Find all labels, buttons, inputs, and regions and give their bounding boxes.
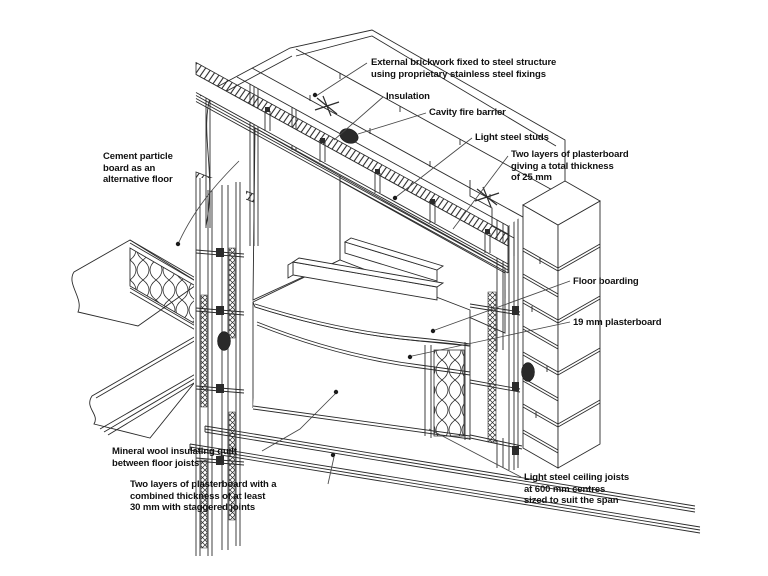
ceiling-plasterboard <box>190 426 700 533</box>
label-floor-boarding: Floor boarding <box>573 276 639 287</box>
leader-lines <box>175 63 570 484</box>
label-light-steel-studs: Light steel studs <box>475 132 549 143</box>
cavity-fire-barrier-marker <box>218 126 535 382</box>
label-cement-particle-board: Cement particle board as an alternative … <box>103 151 173 185</box>
interior-wall-corner <box>253 128 505 333</box>
wall-lining-studs <box>428 210 522 470</box>
fixing-cross-icon <box>315 96 499 207</box>
label-plasterboard-30mm: Two layers of plasterboard with a combin… <box>130 479 277 513</box>
label-external-brickwork: External brickwork fixed to steel struct… <box>371 57 557 80</box>
party-wall-studs <box>194 178 246 558</box>
floor-platform <box>253 238 470 440</box>
brick-pillar <box>523 181 600 468</box>
label-plasterboard-19mm: 19 mm plasterboard <box>573 317 662 328</box>
label-plasterboard-25mm: Two layers of plasterboard giving a tota… <box>511 149 629 183</box>
label-insulation: Insulation <box>386 91 430 102</box>
label-cavity-fire-barrier: Cavity fire barrier <box>429 107 506 118</box>
left-floor-assembly <box>72 240 199 438</box>
label-mineral-wool-quilt: Mineral wool insulating quilt between fl… <box>112 446 237 469</box>
label-ceiling-joists: Light steel ceiling joists at 600 mm cen… <box>524 472 630 506</box>
external-wall-band <box>196 30 565 273</box>
